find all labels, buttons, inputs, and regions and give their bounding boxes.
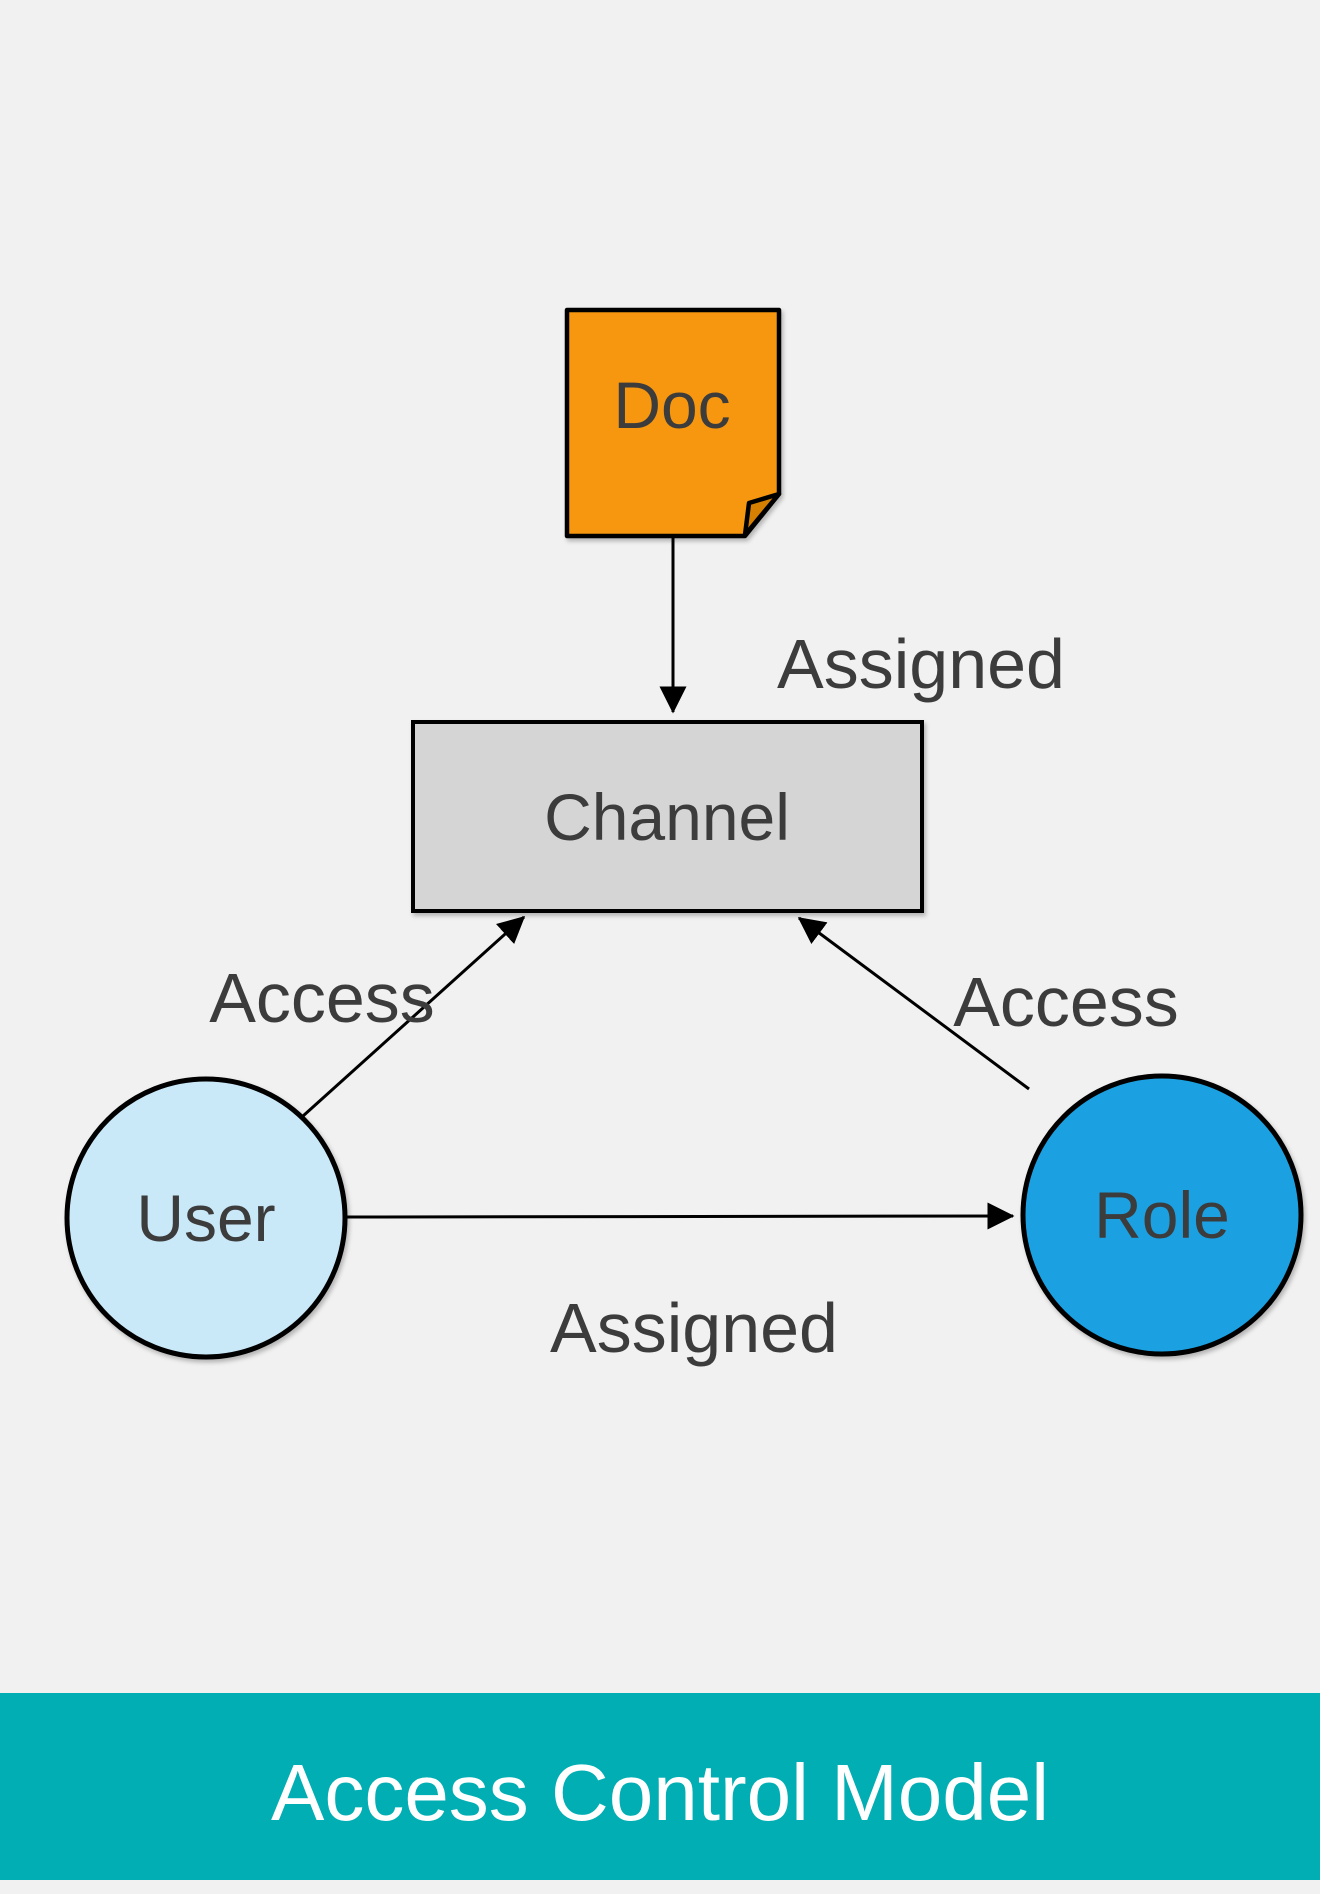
user-node-label: User [136, 1181, 275, 1255]
title-banner: Access Control Model [0, 1693, 1320, 1880]
channel-node-label: Channel [544, 780, 790, 854]
doc-node-label: Doc [613, 368, 730, 442]
role-node-shape[interactable] [1020, 1073, 1304, 1357]
title-banner-background [0, 1693, 1320, 1880]
user-node[interactable]: User [64, 1076, 348, 1360]
edge-role-to-channel[interactable] [797, 916, 1030, 1091]
edge-label-access-user-channel: Access [209, 959, 435, 1037]
edge-user-to-role[interactable] [346, 1202, 1015, 1230]
edge-role-to-channel-line[interactable] [797, 916, 1030, 1091]
title-banner-text: Access Control Model [271, 1748, 1049, 1837]
doc-node-fold-corner[interactable] [742, 491, 782, 538]
edge-user-to-channel-line[interactable] [301, 915, 526, 1118]
edge-label-assigned-user-role: Assigned [550, 1289, 838, 1367]
edge-user-to-channel[interactable] [301, 915, 526, 1118]
user-node-shape[interactable] [64, 1076, 348, 1360]
channel-node[interactable]: Channel [411, 720, 924, 913]
edge-user-to-role-line[interactable] [346, 1202, 1015, 1230]
role-node-label: Role [1094, 1178, 1230, 1252]
doc-node[interactable]: Doc [564, 307, 782, 539]
edge-label-access-role-channel: Access [953, 963, 1179, 1041]
edge-label-assigned-doc-channel: Assigned [777, 625, 1065, 703]
channel-node-shape[interactable] [411, 720, 924, 913]
role-node[interactable]: Role [1020, 1073, 1304, 1357]
